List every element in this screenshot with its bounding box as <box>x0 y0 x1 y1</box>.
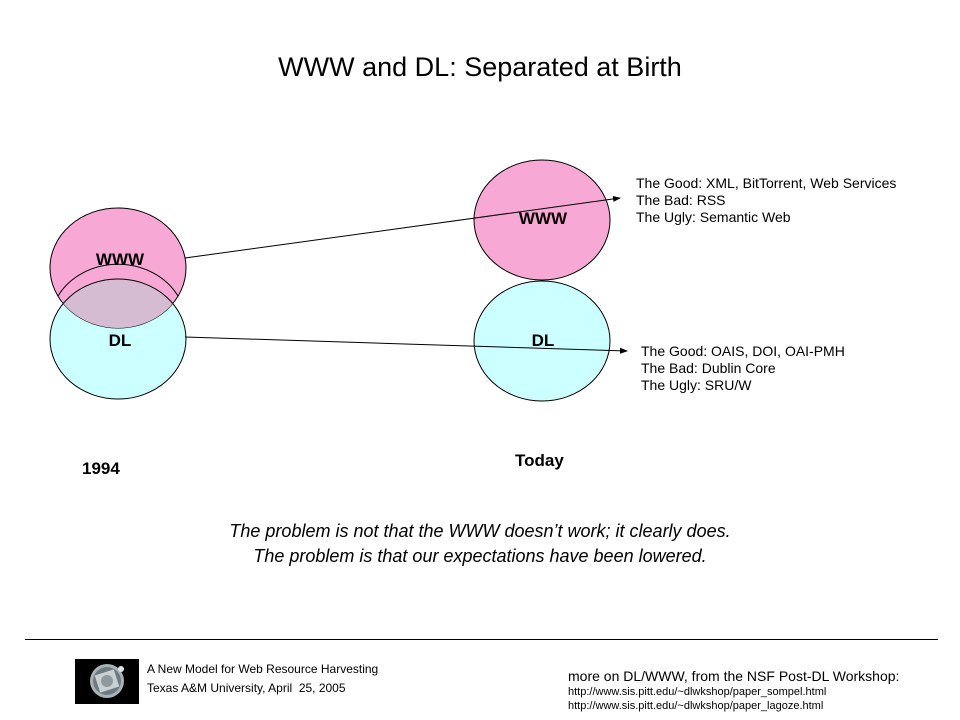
left-www-label: WWW <box>96 250 145 269</box>
footer-right: more on DL/WWW, from the NSF Post-DL Wor… <box>568 667 899 713</box>
right-www-label: WWW <box>519 209 568 228</box>
www-note-ugly: The Ugly: Semantic Web <box>636 209 791 225</box>
right-dl-circle <box>473 280 611 402</box>
footer-left: A New Model for Web Resource Harvesting … <box>147 660 378 698</box>
presentation-title: A New Model for Web Resource Harvesting <box>147 662 379 676</box>
www-note-good: The Good: XML, BitTorrent, Web Services <box>636 175 897 191</box>
overlap-region <box>50 278 186 328</box>
dl-note-ugly: The Ugly: SRU/W <box>641 377 752 393</box>
dl-notes: The Good: OAIS, DOI, OAI-PMH The Bad: Du… <box>641 343 845 394</box>
year-label-today: Today <box>515 451 564 470</box>
logo <box>75 659 139 704</box>
quote-line-2: The problem is that our expectations hav… <box>253 546 707 566</box>
quote: The problem is not that the WWW doesn’t … <box>0 519 960 569</box>
dl-note-good: The Good: OAIS, DOI, OAI-PMH <box>641 343 845 359</box>
dl-arrow <box>184 336 628 354</box>
quote-line-1: The problem is not that the WWW doesn’t … <box>229 521 731 541</box>
right-www-circle <box>473 159 611 281</box>
www-notes: The Good: XML, BitTorrent, Web Services … <box>636 175 896 226</box>
more-info-text: more on DL/WWW, from the NSF Post-DL Wor… <box>568 668 900 684</box>
www-note-bad: The Bad: RSS <box>636 192 726 208</box>
year-label-1994: 1994 <box>82 459 120 478</box>
presentation-venue: Texas A&M University, April 25, 2005 <box>147 681 346 695</box>
right-dl-label: DL <box>532 331 555 350</box>
logo-icon <box>75 659 139 704</box>
left-dl-label: DL <box>109 331 132 350</box>
footer-divider <box>25 639 938 640</box>
overlap-outline <box>57 263 179 297</box>
reference-link-sompel[interactable]: http://www.sis.pitt.edu/~dlwkshop/paper_… <box>568 686 827 698</box>
dl-note-bad: The Bad: Dublin Core <box>641 360 776 376</box>
page-title: WWW and DL: Separated at Birth <box>278 52 682 82</box>
reference-link-lagoze[interactable]: http://www.sis.pitt.edu/~dlwkshop/paper_… <box>568 700 824 712</box>
www-arrow <box>184 195 621 259</box>
